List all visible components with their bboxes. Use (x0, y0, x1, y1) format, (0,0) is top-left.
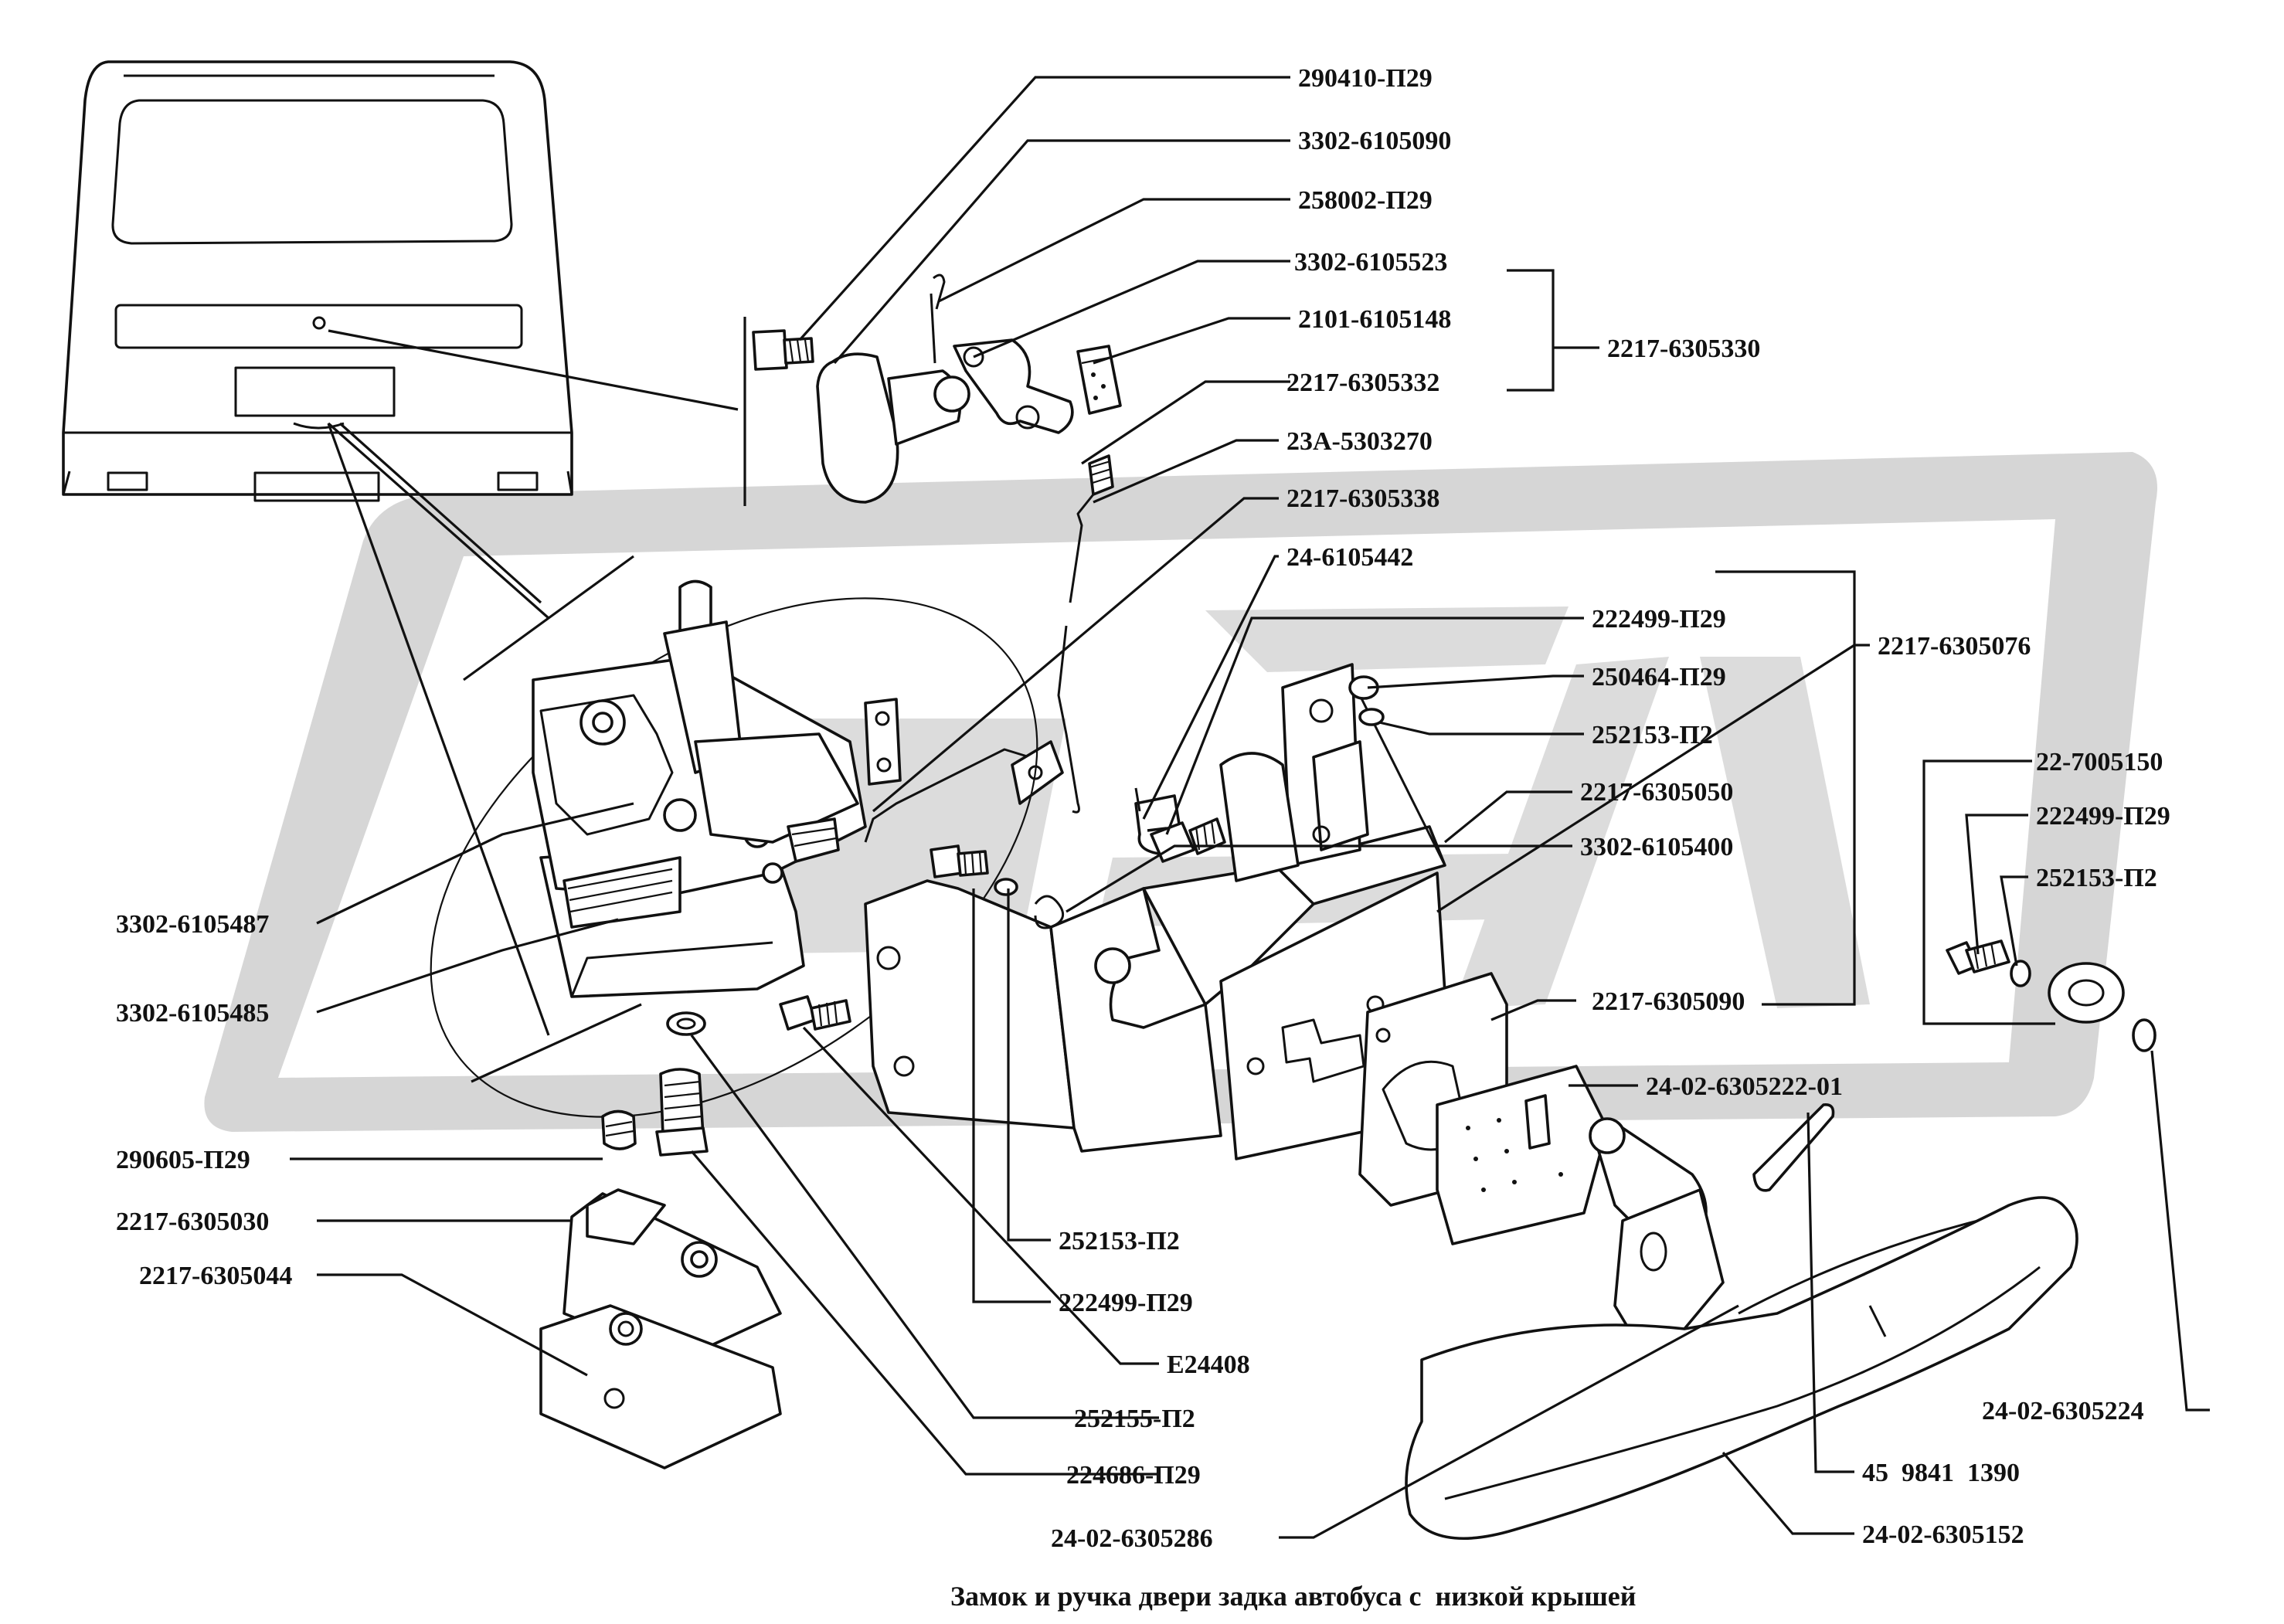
label-252153-p2-top: 252153-П2 (1592, 721, 1713, 749)
label-2217-6305030: 2217-6305030 (116, 1208, 269, 1236)
leader-lines (290, 76, 2210, 1539)
label-290410-p29: 290410-П29 (1298, 64, 1433, 93)
label-252153-p2-right: 252153-П2 (2036, 864, 2157, 892)
label-252153-p2-bottom: 252153-П2 (1059, 1227, 1180, 1255)
part-number-labels: 290410-П29 3302-6105090 258002-П29 3302-… (116, 64, 2170, 1553)
label-24-6105442: 24-6105442 (1286, 543, 1413, 572)
label-2217-6305090: 2217-6305090 (1592, 987, 1745, 1016)
label-222499-p29-right: 222499-П29 (2036, 802, 2170, 831)
outer-handle-parts (1358, 939, 2157, 1541)
label-22-7005150: 22-7005150 (2036, 748, 2163, 776)
label-24-02-6305222-01: 24-02-6305222-01 (1646, 1072, 1843, 1101)
latch-assembly (430, 555, 1038, 1118)
label-3302-6105485: 3302-6105485 (116, 999, 269, 1028)
label-2217-6305332: 2217-6305332 (1286, 369, 1439, 397)
label-45-9841-1390: 45 9841 1390 (1862, 1459, 2020, 1487)
label-222499-p29-bottom: 222499-П29 (1059, 1289, 1193, 1317)
label-24-02-6305152: 24-02-6305152 (1862, 1520, 2024, 1549)
label-2217-6305338: 2217-6305338 (1286, 484, 1439, 513)
label-222499-p29-top: 222499-П29 (1592, 605, 1726, 634)
label-250464-p29: 250464-П29 (1592, 663, 1726, 691)
label-3302-6105090: 3302-6105090 (1298, 127, 1451, 155)
label-224686-p29: 224686-П29 (1066, 1461, 1201, 1490)
label-3302-6105523: 3302-6105523 (1294, 248, 1447, 277)
label-2217-6305330: 2217-6305330 (1607, 335, 1760, 363)
lock-cylinder-group (743, 273, 1122, 506)
label-3302-6105400: 3302-6105400 (1580, 833, 1733, 861)
label-2217-6305076: 2217-6305076 (1878, 632, 2031, 661)
label-24-02-6305286: 24-02-6305286 (1051, 1524, 1213, 1553)
label-23a-5303270: 23А-5303270 (1286, 427, 1433, 456)
label-2217-6305044: 2217-6305044 (139, 1262, 292, 1290)
label-258002-p29: 258002-П29 (1298, 186, 1433, 215)
van-rear-view (62, 60, 739, 1036)
label-e24408: Е24408 (1167, 1351, 1250, 1379)
label-24-02-6305224: 24-02-6305224 (1982, 1397, 2144, 1425)
small-fasteners (779, 675, 1385, 1031)
figure-caption: Замок и ручка двери задка автобуса с низ… (950, 1581, 1636, 1612)
label-290605-p29: 290605-П29 (116, 1146, 250, 1174)
label-2101-6105148: 2101-6105148 (1298, 305, 1451, 334)
label-252155-p2: 252155-П2 (1074, 1405, 1195, 1433)
striker-plate (539, 1011, 782, 1469)
label-3302-6105487: 3302-6105487 (116, 910, 269, 939)
label-2217-6305050: 2217-6305050 (1580, 778, 1733, 807)
